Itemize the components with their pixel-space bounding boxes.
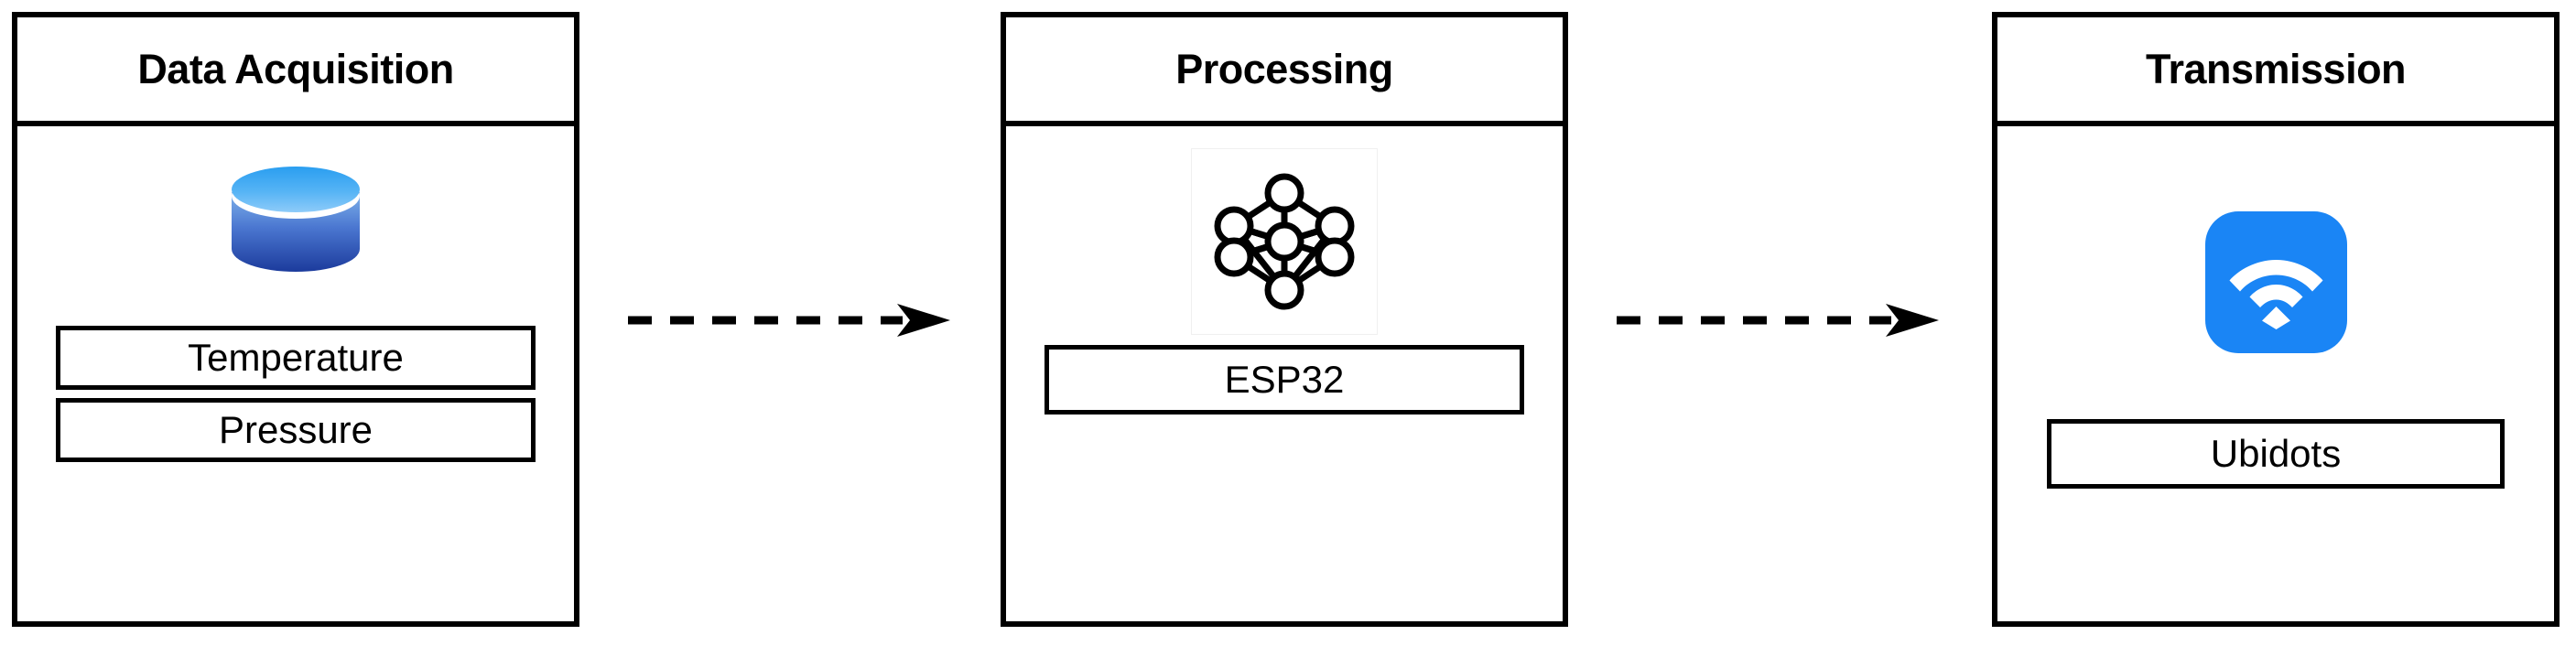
connector-arrow-proc-to-tx (1617, 302, 1946, 339)
stage-body-data-acquisition: Temperature Pressure (17, 126, 574, 627)
stage-header-transmission: Transmission (1997, 17, 2554, 126)
stage-panel-data-acquisition: Data Acquisition (12, 12, 579, 627)
stage-body-transmission: Ubidots (1997, 126, 2554, 627)
sensor-items-list: Temperature Pressure (56, 326, 536, 462)
stage-panel-transmission: Transmission Ubidot (1992, 12, 2560, 627)
item-label: Ubidots (2210, 432, 2342, 475)
connector-arrow-acq-to-proc (628, 302, 958, 339)
transmission-items-list: Ubidots (2047, 419, 2505, 489)
wifi-icon (2204, 210, 2347, 353)
database-icon-slot (219, 135, 373, 309)
stage-panel-processing: Processing (1001, 12, 1568, 627)
item-box-pressure[interactable]: Pressure (56, 398, 536, 462)
item-label: Temperature (188, 336, 404, 379)
dashed-arrow-icon (628, 304, 950, 337)
database-cylinder-icon (224, 165, 367, 278)
item-box-esp32[interactable]: ESP32 (1044, 345, 1524, 415)
stage-title: Transmission (2145, 46, 2407, 92)
stage-header-processing: Processing (1006, 17, 1563, 126)
neural-network-image-frame (1191, 147, 1378, 335)
dashed-arrow-icon (1617, 304, 1939, 337)
item-box-temperature[interactable]: Temperature (56, 326, 536, 390)
item-label: Pressure (218, 408, 373, 451)
neural-network-icon-slot (1191, 143, 1378, 339)
stage-title: Processing (1175, 46, 1393, 92)
item-box-ubidots[interactable]: Ubidots (2047, 419, 2505, 489)
neural-network-icon (1214, 173, 1355, 309)
stage-header-data-acquisition: Data Acquisition (17, 17, 574, 126)
wifi-icon-slot (2204, 145, 2347, 419)
processing-items-list: ESP32 (1044, 345, 1524, 415)
item-label: ESP32 (1224, 358, 1345, 401)
stage-title: Data Acquisition (137, 46, 454, 92)
stage-body-processing: ESP32 (1006, 126, 1563, 627)
